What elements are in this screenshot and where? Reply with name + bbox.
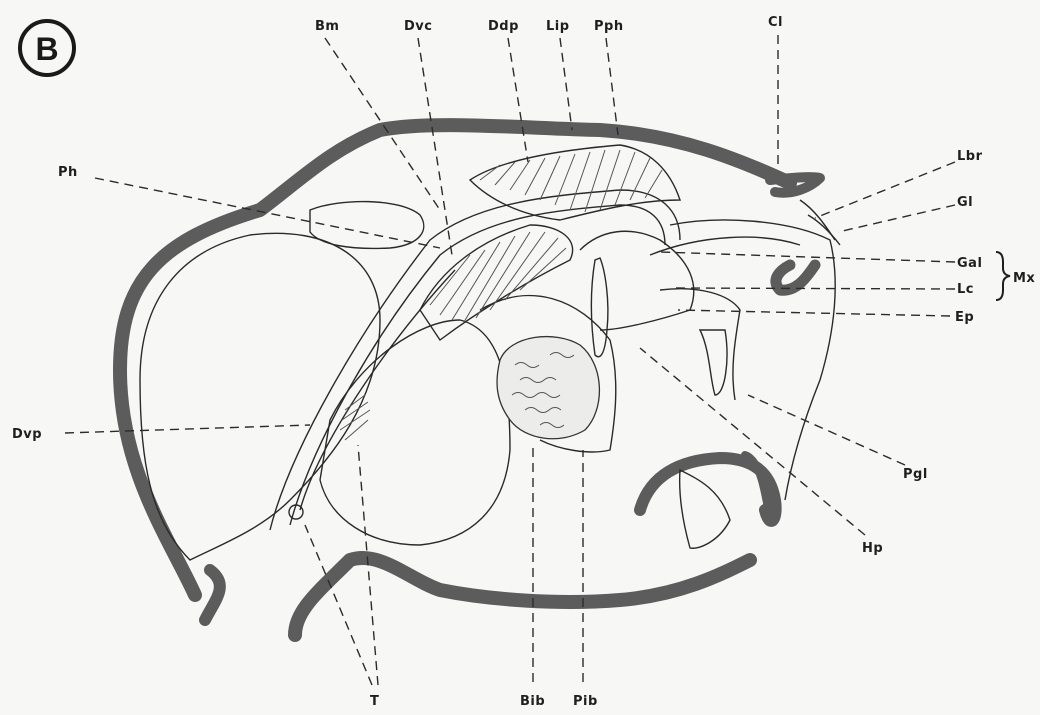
leader-ddp — [508, 38, 528, 162]
label-ph: Ph — [58, 165, 78, 180]
leader-pgl — [748, 395, 905, 465]
label-ddp: Ddp — [488, 19, 519, 34]
panel-letter: B — [35, 31, 58, 67]
head-capsule — [120, 125, 820, 635]
buccal-cavity — [320, 320, 510, 545]
label-gl: Gl — [957, 195, 973, 210]
glossa-edge — [808, 215, 840, 245]
leader-pph — [606, 38, 618, 135]
palp-glands — [700, 330, 727, 395]
leader-dvp — [65, 425, 310, 433]
label-mx: Mx — [1013, 271, 1035, 286]
labial-palp — [680, 470, 730, 548]
lacinia-line — [660, 289, 740, 400]
leader-gal — [660, 252, 955, 262]
dorsal-dilator-hatching — [480, 150, 662, 212]
label-lc: Lc — [957, 282, 974, 297]
label-bib: Bib — [520, 694, 545, 709]
panel-marker: B — [20, 21, 74, 75]
lingual-lobe — [591, 258, 608, 357]
label-pgl: Pgl — [903, 467, 928, 482]
leader-lip — [560, 38, 572, 130]
ventral-wall — [295, 558, 750, 635]
label-pib: Pib — [573, 694, 598, 709]
dorsal-tube-outer — [270, 190, 680, 530]
posterior-foot — [205, 570, 220, 620]
leader-hp — [640, 348, 865, 535]
label-cl: Cl — [768, 15, 783, 30]
dorsal-tube-inner — [290, 205, 665, 525]
mx-brace — [996, 252, 1010, 300]
label-gal: Gal — [957, 256, 982, 271]
leader-lc — [675, 288, 955, 289]
label-ep: Ep — [955, 310, 974, 325]
leader-ep — [678, 310, 950, 316]
dorsal-wall — [120, 125, 790, 595]
infrabuccal-bolus — [497, 337, 599, 439]
ventral-tube — [300, 270, 455, 510]
label-bm: Bm — [315, 19, 339, 34]
label-t: T — [370, 694, 379, 709]
label-lbr: Lbr — [957, 149, 983, 164]
leader-gl — [838, 205, 955, 232]
label-pph: Pph — [594, 19, 624, 34]
label-hp: Hp — [862, 541, 883, 556]
label-dvc: Dvc — [404, 19, 432, 34]
bolus-outline — [497, 337, 599, 439]
galea-tip — [776, 265, 815, 290]
galea-line — [650, 237, 800, 255]
internal-structures — [140, 190, 840, 560]
label-dvp: Dvp — [12, 427, 42, 442]
label-lip: Lip — [546, 19, 570, 34]
